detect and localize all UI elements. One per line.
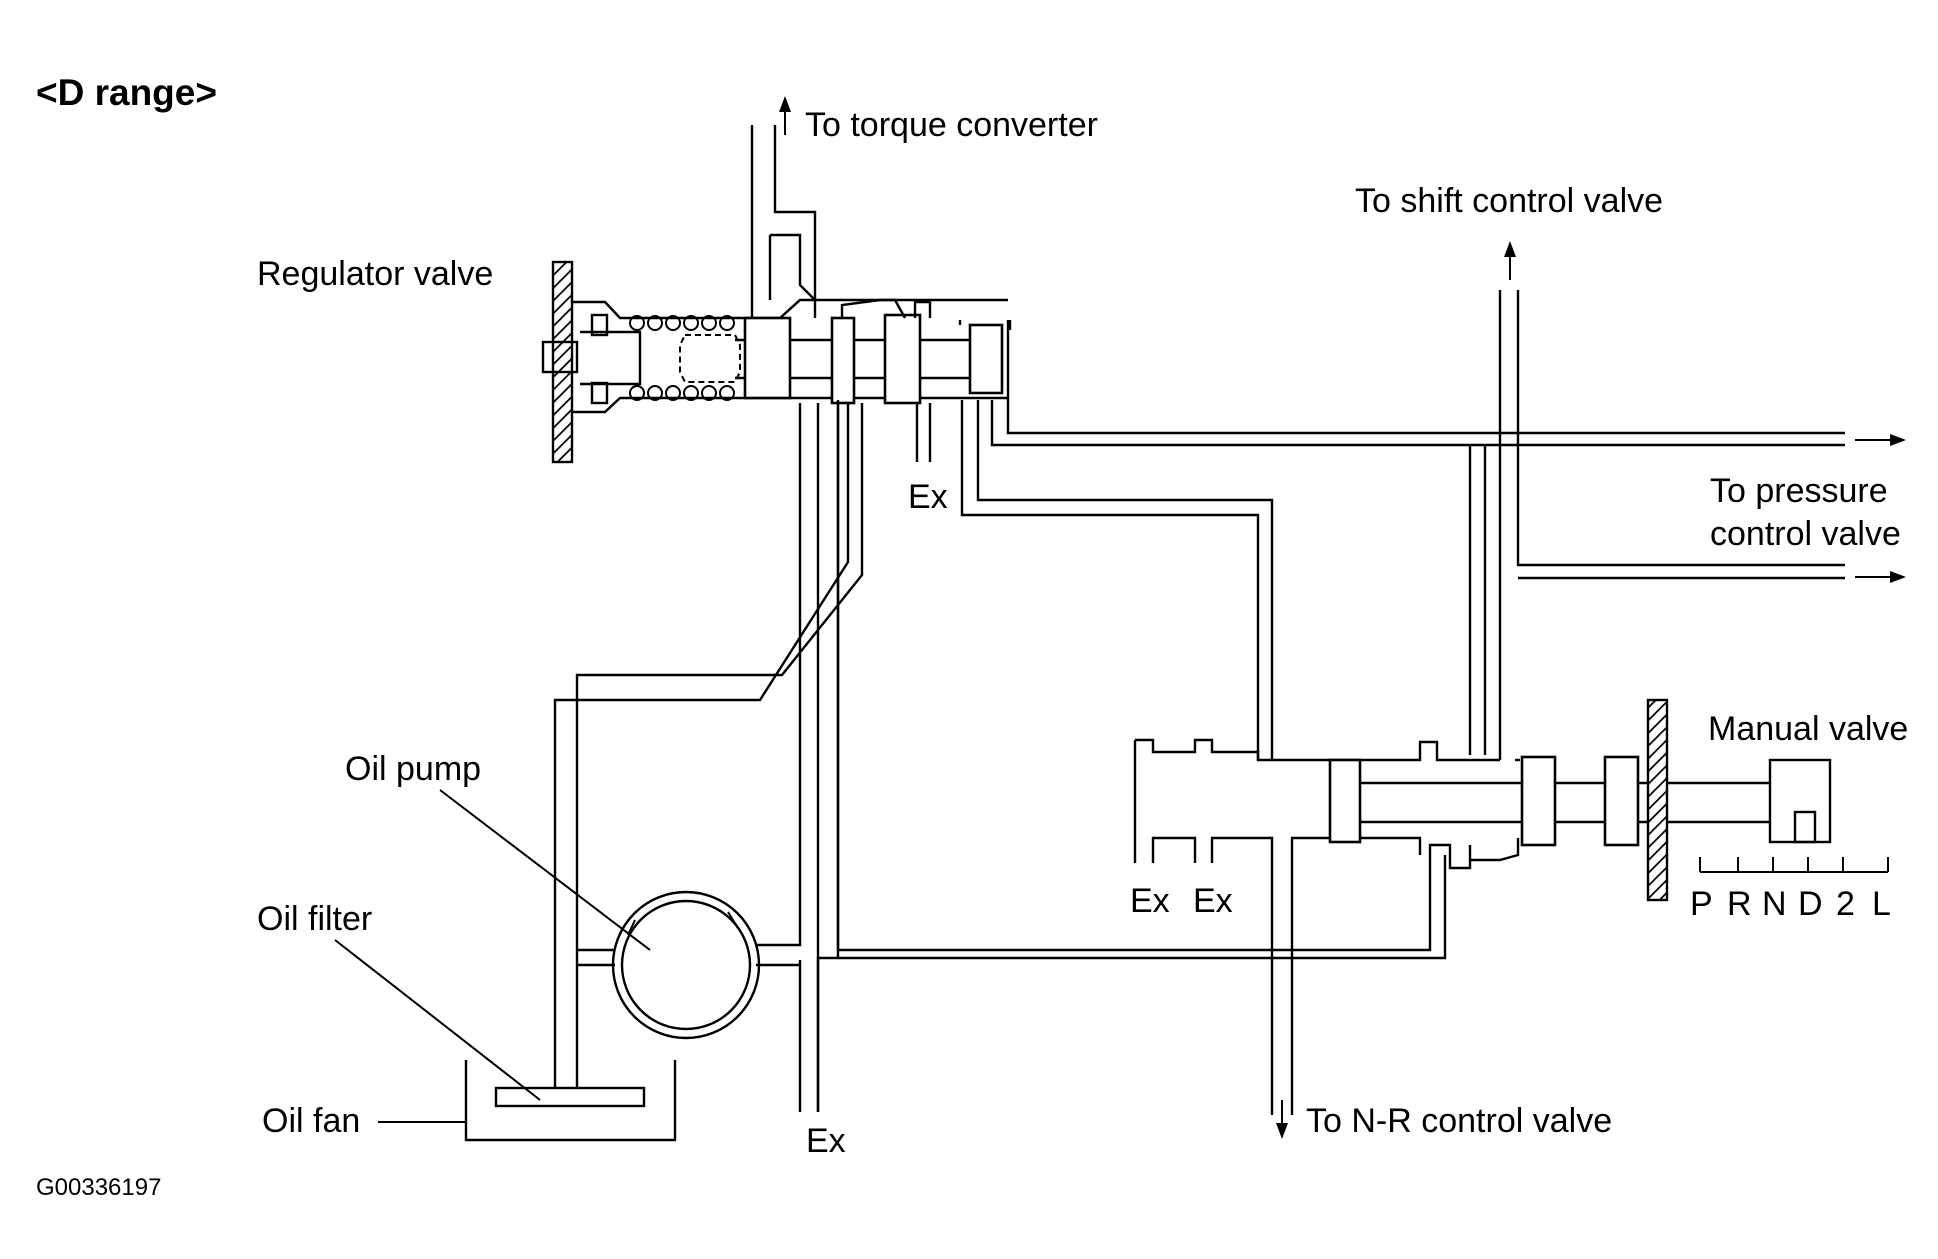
label-oil-filter: Oil filter bbox=[257, 900, 372, 938]
manual-land-3 bbox=[1603, 755, 1640, 847]
manual-valve bbox=[1133, 698, 1832, 1115]
regulator-land-1 bbox=[743, 316, 792, 400]
shift-pos-2: 2 bbox=[1836, 885, 1855, 923]
label-to-nr-control-valve: To N-R control valve bbox=[1306, 1102, 1612, 1140]
shift-position-scale: P R N D 2 L bbox=[1690, 857, 1891, 923]
manual-land-2 bbox=[1520, 755, 1557, 847]
shift-pos-n: N bbox=[1762, 885, 1787, 923]
manual-valve-housing-wall bbox=[1646, 698, 1669, 902]
regulator-land-2 bbox=[830, 316, 856, 405]
label-regulator-valve: Regulator valve bbox=[257, 255, 493, 293]
label-exhaust-manual-1: Ex bbox=[1130, 882, 1170, 920]
shift-pos-r: R bbox=[1727, 885, 1752, 923]
oil-pump bbox=[611, 890, 761, 1040]
label-manual-valve: Manual valve bbox=[1708, 710, 1908, 748]
regulator-land-4 bbox=[968, 323, 1004, 395]
regulator-land-3 bbox=[883, 313, 922, 405]
regulator-spring bbox=[629, 315, 735, 401]
regulator-adjust-plug bbox=[541, 340, 579, 374]
shift-pos-p: P bbox=[1690, 885, 1713, 923]
shift-pos-d: D bbox=[1798, 885, 1823, 923]
label-exhaust-bottom: Ex bbox=[806, 1122, 846, 1160]
diagram-title: <D range> bbox=[36, 72, 217, 113]
oil-filter bbox=[494, 1086, 646, 1108]
label-exhaust-regulator: Ex bbox=[908, 478, 948, 516]
label-exhaust-manual-2: Ex bbox=[1193, 882, 1233, 920]
regulator-valve-housing-wall bbox=[551, 260, 574, 464]
regulator-valve bbox=[541, 260, 1012, 464]
label-oil-pan: Oil fan bbox=[262, 1102, 360, 1140]
figure-code: G00336197 bbox=[36, 1174, 161, 1201]
manual-land-1 bbox=[1328, 758, 1362, 844]
label-to-shift-control-valve: To shift control valve bbox=[1355, 182, 1663, 220]
shift-pos-l: L bbox=[1872, 885, 1891, 923]
label-oil-pump: Oil pump bbox=[345, 750, 481, 788]
label-to-pressure-line1: To pressure bbox=[1710, 472, 1888, 510]
label-to-torque-converter: To torque converter bbox=[805, 106, 1098, 144]
oil-pan bbox=[464, 1060, 677, 1142]
manual-valve-knob bbox=[1768, 758, 1832, 844]
label-to-pressure-line2: control valve bbox=[1710, 515, 1901, 553]
